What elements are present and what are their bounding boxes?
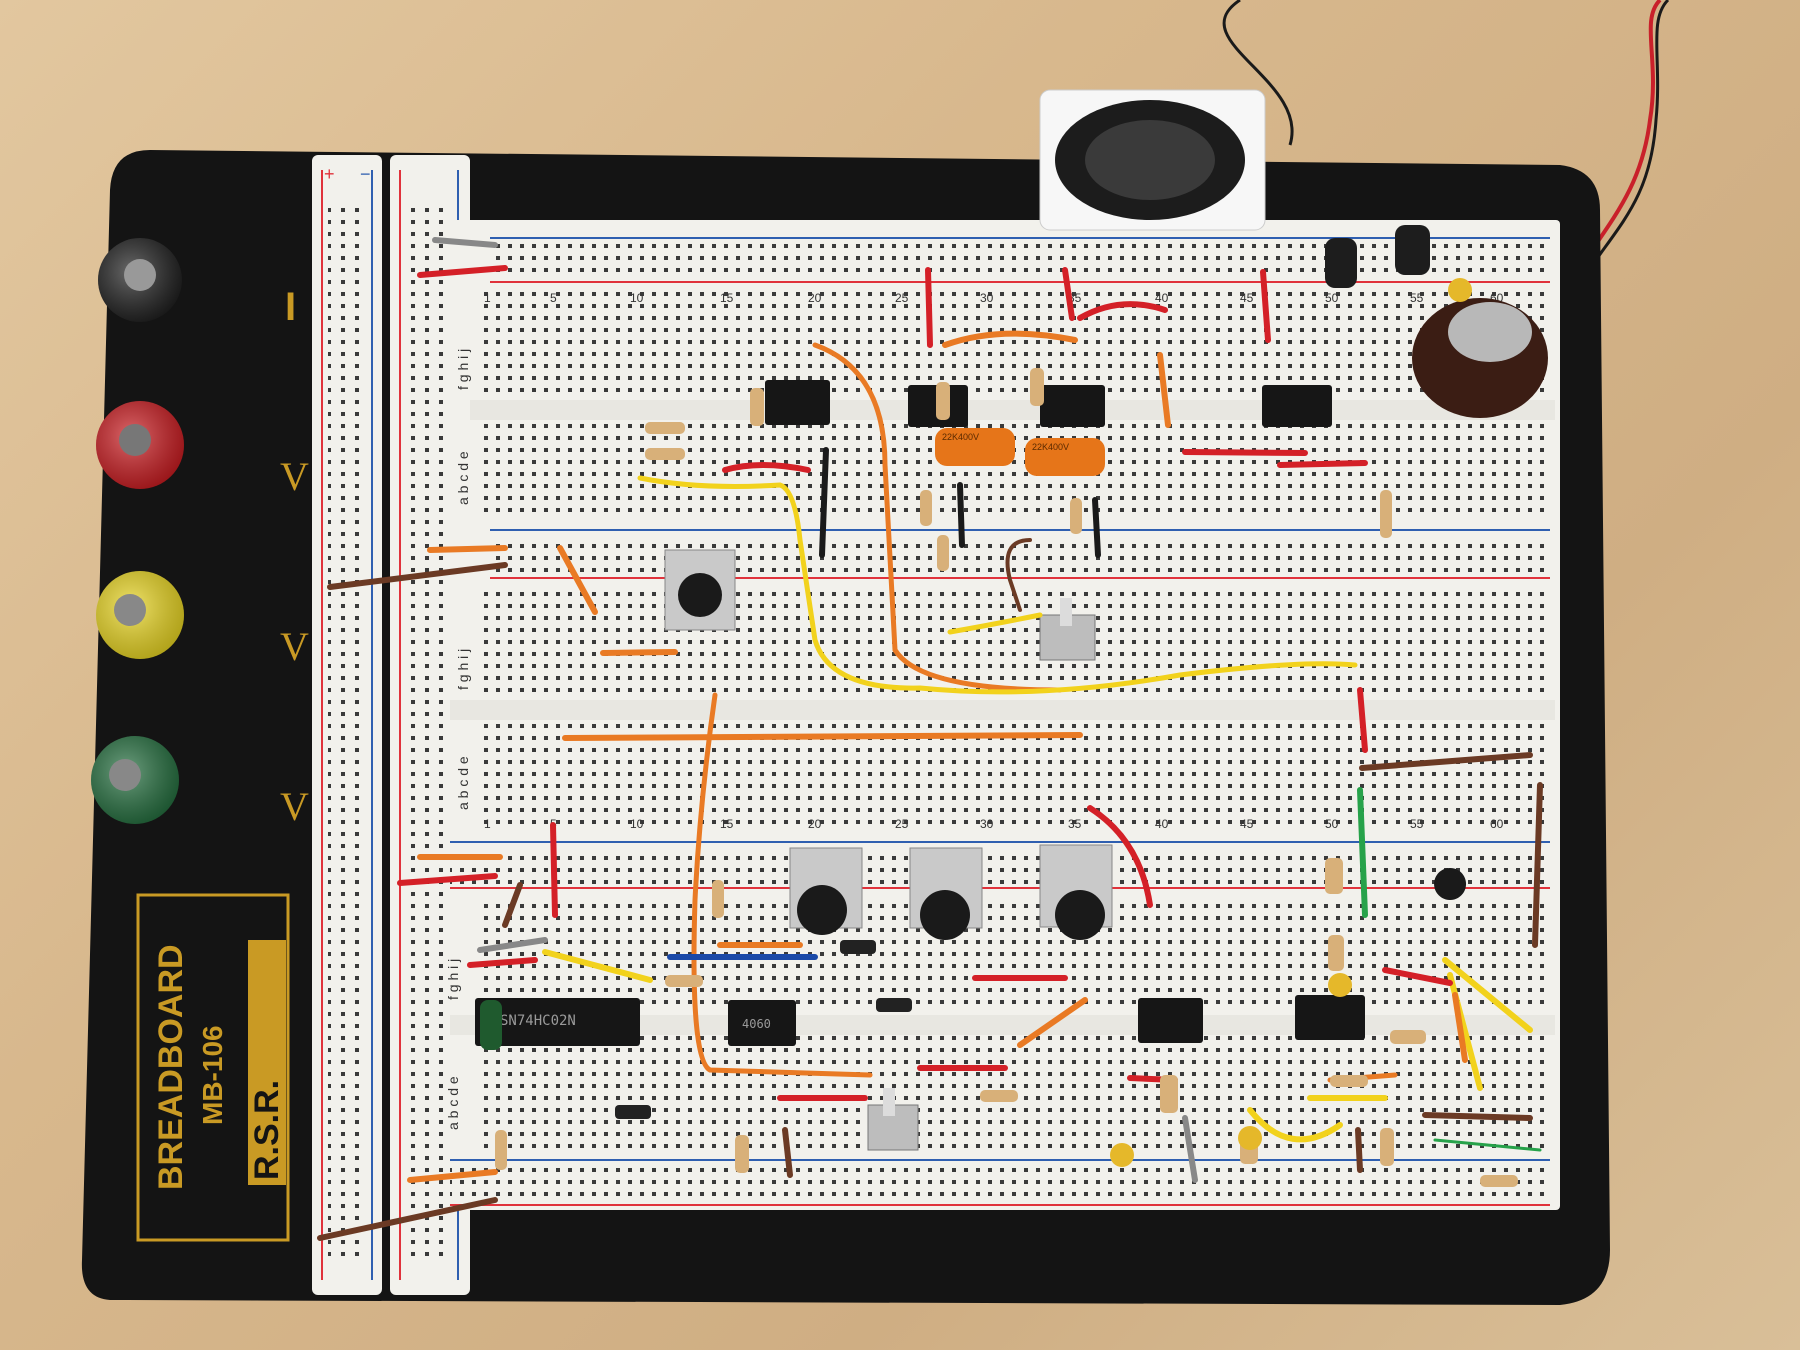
svg-text:60: 60 <box>1490 817 1504 831</box>
row-letters-5: f g h i j <box>445 959 461 1000</box>
terminal-strip-1 <box>480 290 1550 395</box>
binding-post-black[interactable] <box>98 238 182 322</box>
rail-plus-mark: + <box>324 164 335 184</box>
potentiometer[interactable] <box>789 847 863 935</box>
svg-text:25: 25 <box>895 817 909 831</box>
post-label-3: V <box>280 624 309 669</box>
electrolytic-capacitor-large[interactable] <box>1412 298 1548 418</box>
svg-text:35: 35 <box>1068 817 1082 831</box>
terminal-strip-3 <box>480 590 1550 695</box>
row-letters-3: f g h i j <box>455 649 471 690</box>
svg-text:40: 40 <box>1155 291 1169 305</box>
electrolytic-capacitor-small <box>480 1000 502 1050</box>
cap-label: 22K400V <box>942 432 979 442</box>
svg-text:20: 20 <box>808 817 822 831</box>
gutter-3 <box>450 1015 1555 1035</box>
horizontal-rail-mid1 <box>490 529 1550 579</box>
svg-text:50: 50 <box>1325 291 1339 305</box>
terminal-strip-5 <box>480 900 1550 1010</box>
ic-chip[interactable]: 4060 <box>728 1000 796 1046</box>
potentiometer[interactable] <box>1039 844 1113 940</box>
ic-chip[interactable] <box>1040 385 1105 427</box>
brand-text: BREADBOARD <box>152 944 190 1190</box>
potentiometer[interactable] <box>909 847 983 940</box>
maker-text: R.S.R. <box>248 1080 286 1180</box>
speaker-wire-black <box>1568 0 1670 301</box>
svg-text:15: 15 <box>720 817 734 831</box>
row-letters-4: a b c d e <box>455 756 471 810</box>
binding-post-yellow[interactable] <box>96 571 184 659</box>
svg-text:30: 30 <box>980 817 994 831</box>
horizontal-rail-top <box>490 237 1550 283</box>
svg-text:10: 10 <box>630 291 644 305</box>
vertical-rail-left <box>312 155 382 1295</box>
ic-chip[interactable] <box>1295 995 1365 1040</box>
row-letters-1: f g h i j <box>455 349 471 390</box>
horizontal-rail-bottom <box>450 1159 1550 1206</box>
ic-chip[interactable] <box>1138 998 1203 1043</box>
ic-chip-sn74hc02n[interactable]: SN74HC02N <box>475 998 640 1046</box>
svg-text:55: 55 <box>1410 291 1424 305</box>
svg-text:1: 1 <box>484 817 491 831</box>
binding-post-red[interactable] <box>96 401 184 489</box>
svg-text:40: 40 <box>1155 817 1169 831</box>
row-letters-2: a b c d e <box>455 451 471 505</box>
rail-minus-mark: − <box>360 164 371 184</box>
ic-chip[interactable] <box>1262 385 1332 427</box>
gutter-1 <box>470 400 1555 420</box>
post-label-4: V <box>280 784 309 829</box>
resistors <box>495 368 1518 1187</box>
svg-text:5: 5 <box>550 291 557 305</box>
svg-text:20: 20 <box>808 291 822 305</box>
binding-post-green[interactable] <box>91 736 179 824</box>
svg-text:50: 50 <box>1325 817 1339 831</box>
potentiometer[interactable] <box>664 549 736 631</box>
electrolytic-capacitor[interactable] <box>1395 225 1430 275</box>
post-label-1: I <box>285 285 296 329</box>
film-capacitor[interactable]: 22K400V <box>935 428 1015 466</box>
toggle-switch[interactable] <box>1039 598 1096 661</box>
svg-text:1: 1 <box>484 291 491 305</box>
ic-chip[interactable] <box>765 380 830 425</box>
chip-label: 4060 <box>742 1017 771 1031</box>
svg-text:25: 25 <box>895 291 909 305</box>
speaker[interactable] <box>1039 89 1266 231</box>
svg-text:15: 15 <box>720 291 734 305</box>
svg-text:45: 45 <box>1240 817 1254 831</box>
speaker-lead <box>1222 0 1294 146</box>
svg-text:30: 30 <box>980 291 994 305</box>
chip-label: SN74HC02N <box>500 1013 576 1029</box>
transistor <box>1434 868 1467 900</box>
column-numbers-bottom: 1 5 10 15 20 25 30 35 40 45 50 55 60 <box>484 817 1504 831</box>
brand-label: BREADBOARD MB-106 R.S.R. <box>136 893 290 1242</box>
model-text: MB-106 <box>197 1025 228 1125</box>
svg-text:10: 10 <box>630 817 644 831</box>
film-capacitor[interactable]: 22K400V <box>1025 438 1105 476</box>
diodes <box>615 940 912 1119</box>
horizontal-rail-mid2 <box>450 841 1550 889</box>
svg-text:45: 45 <box>1240 291 1254 305</box>
svg-text:55: 55 <box>1410 817 1424 831</box>
jumper-wires <box>317 237 1543 1241</box>
gutter-2 <box>450 700 1555 720</box>
row-letters-6: a b c d e <box>445 1076 461 1130</box>
toggle-switch[interactable] <box>867 1088 919 1151</box>
cap-label: 22K400V <box>1032 442 1069 452</box>
post-label-2: V <box>280 454 309 499</box>
terminal-strip-2 <box>480 420 1550 520</box>
electrolytic-capacitor[interactable] <box>1325 238 1357 288</box>
ceramic-capacitors <box>1110 278 1472 1167</box>
